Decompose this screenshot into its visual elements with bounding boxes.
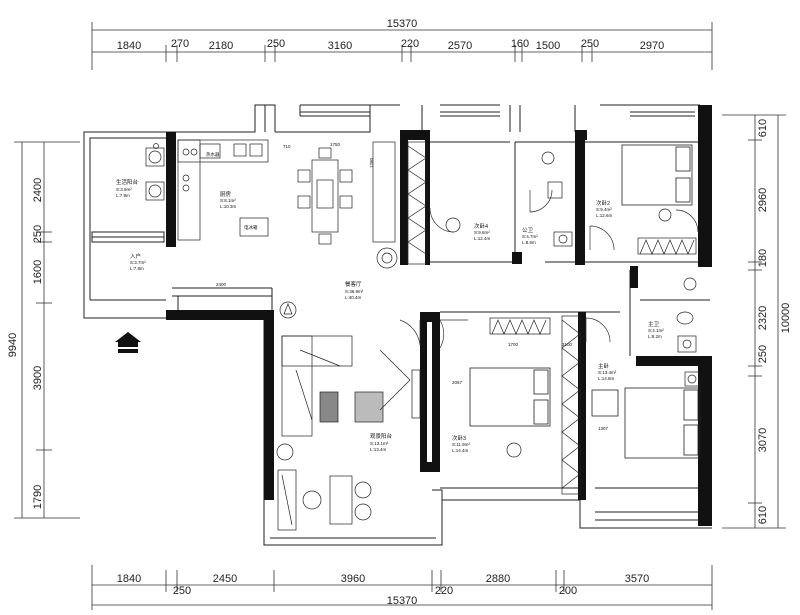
label-dining-living-name: 餐客厅 <box>345 280 362 288</box>
dining-table <box>297 147 398 269</box>
label-balcony-perim: L:7.9m <box>116 193 130 198</box>
top-seg-0: 1840 <box>117 40 141 52</box>
top-seg-7: 160 <box>511 38 529 50</box>
structural-walls <box>166 105 712 526</box>
label-public-bath-perim: L:8.6m <box>522 240 536 245</box>
right-seg-4: 250 <box>757 345 769 363</box>
right-segment-labels: 610 2960 180 2320 250 3070 610 <box>757 119 769 524</box>
label-living-balcony-area: S:13.1m² <box>370 441 389 446</box>
label-living-balcony-perim: L:13.4m <box>370 447 387 452</box>
label-fridge: 电冰箱 <box>244 224 258 231</box>
bottom-seg-4: 220 <box>435 585 453 597</box>
entry-arrow-icon <box>115 332 141 353</box>
label-master-area: S:13.4m² <box>598 370 617 375</box>
label-kitchen-area: S:8.1m² <box>220 198 236 203</box>
small-dim-3: 2400 <box>216 282 227 287</box>
right-seg-2: 180 <box>757 249 769 267</box>
small-dim-2: 710 <box>283 144 291 149</box>
right-seg-5: 3070 <box>757 428 769 452</box>
small-dim-5: 3100 <box>562 342 573 347</box>
label-bedroom2-perim: L:12.6m <box>596 213 613 218</box>
wardrobes <box>372 141 697 495</box>
small-dim-6: 1280 <box>369 157 374 168</box>
kitchen-fixtures <box>177 139 269 241</box>
label-master-perim: L:14.6m <box>598 376 615 381</box>
bottom-dimension-lines <box>91 565 713 610</box>
label-bedroom4-perim: L:12.4m <box>474 236 491 241</box>
label-master-bath-perim: L:8.2m <box>648 334 662 339</box>
label-public-bath-area: S:4.7m² <box>522 234 538 239</box>
top-seg-1: 270 <box>171 38 189 50</box>
small-dim-1: 1750 <box>330 142 341 147</box>
small-dimension-labels: 1750 710 2400 1700 3100 1280 2057 1307 <box>216 142 609 431</box>
right-seg-3: 2320 <box>757 306 769 330</box>
top-seg-5: 220 <box>401 38 419 50</box>
label-water-heater: 热水器 <box>206 151 220 158</box>
label-dining-living-perim: L:40.4m <box>345 295 362 300</box>
bath-fixtures <box>445 151 700 458</box>
top-seg-8: 1500 <box>536 40 560 52</box>
top-seg-10: 2970 <box>640 40 664 52</box>
top-seg-4: 3160 <box>328 40 352 52</box>
right-seg-0: 610 <box>757 119 769 137</box>
label-kitchen-name: 厨房 <box>220 190 232 198</box>
label-balcony-area: S:3.9m² <box>116 187 132 192</box>
bottom-total-dimension: 15370 <box>387 595 418 607</box>
label-entry-area: S:3.7m² <box>130 260 146 265</box>
top-total-dimension: 15370 <box>387 18 418 30</box>
label-balcony-name: 生活阳台 <box>116 178 139 186</box>
beds <box>469 144 701 459</box>
top-seg-9: 250 <box>581 38 599 50</box>
bottom-seg-0: 1840 <box>117 573 141 585</box>
label-bedroom2-area: S:9.4m² <box>596 207 612 212</box>
bottom-seg-2: 2450 <box>213 573 237 585</box>
washing-machines <box>145 143 165 201</box>
left-segment-labels: 2400 250 1600 3900 1790 <box>32 178 44 509</box>
label-entry-name: 入户 <box>130 252 141 260</box>
right-seg-6: 610 <box>757 506 769 524</box>
label-living-balcony-name: 观景阳台 <box>370 432 393 440</box>
left-total-dimension: 9940 <box>7 333 19 357</box>
label-bedroom3-name: 次卧3 <box>452 434 466 442</box>
bottom-seg-7: 3570 <box>625 573 649 585</box>
right-seg-1: 2960 <box>757 188 769 212</box>
label-bedroom2-name: 次卧2 <box>596 199 610 207</box>
top-seg-3: 250 <box>267 38 285 50</box>
label-bedroom3-area: S:11.9m² <box>452 442 470 447</box>
top-seg-6: 2570 <box>448 40 472 52</box>
room-labels: 生活阳台 S:3.9m² L:7.9m 厨房 S:8.1m² L:10.3m 热… <box>116 151 664 453</box>
small-dim-8: 1307 <box>598 426 609 431</box>
label-kitchen-perim: L:10.3m <box>220 204 237 209</box>
label-entry-perim: L:7.8m <box>130 266 144 271</box>
label-master-bath-name: 主卫 <box>648 320 660 328</box>
living-furniture <box>276 301 421 531</box>
label-master-bath-area: S:4.1m² <box>648 328 664 333</box>
small-dim-4: 1700 <box>508 342 519 347</box>
label-master-name: 主卧 <box>598 362 610 370</box>
bottom-seg-1: 250 <box>173 585 191 597</box>
bottom-segment-labels: 1840 250 2450 3960 220 2880 200 3570 <box>117 573 649 597</box>
left-seg-2: 1600 <box>32 260 44 284</box>
label-bedroom3-perim: L:14.4m <box>452 448 469 453</box>
top-dimension-lines <box>91 22 713 70</box>
bottom-seg-6: 200 <box>559 585 577 597</box>
bottom-seg-3: 3960 <box>341 573 365 585</box>
left-dimension-lines <box>14 141 80 519</box>
small-dim-7: 2057 <box>452 380 463 385</box>
left-seg-0: 2400 <box>32 178 44 202</box>
left-seg-1: 250 <box>32 225 44 243</box>
bottom-seg-5: 2880 <box>486 573 510 585</box>
thin-walls <box>83 104 712 546</box>
top-seg-2: 2180 <box>209 40 233 52</box>
label-dining-living-area: S:36.9m² <box>345 289 364 294</box>
right-total-dimension: 10000 <box>780 303 792 334</box>
left-seg-3: 3900 <box>32 366 44 390</box>
left-seg-4: 1790 <box>32 485 44 509</box>
label-bedroom4-area: S:9.6m² <box>474 230 490 235</box>
right-dimension-lines <box>722 114 786 529</box>
label-bedroom4-name: 次卧4 <box>474 222 488 230</box>
top-segment-labels: 1840 270 2180 250 3160 220 2570 160 1500… <box>117 38 664 52</box>
label-public-bath-name: 公卫 <box>522 227 534 234</box>
